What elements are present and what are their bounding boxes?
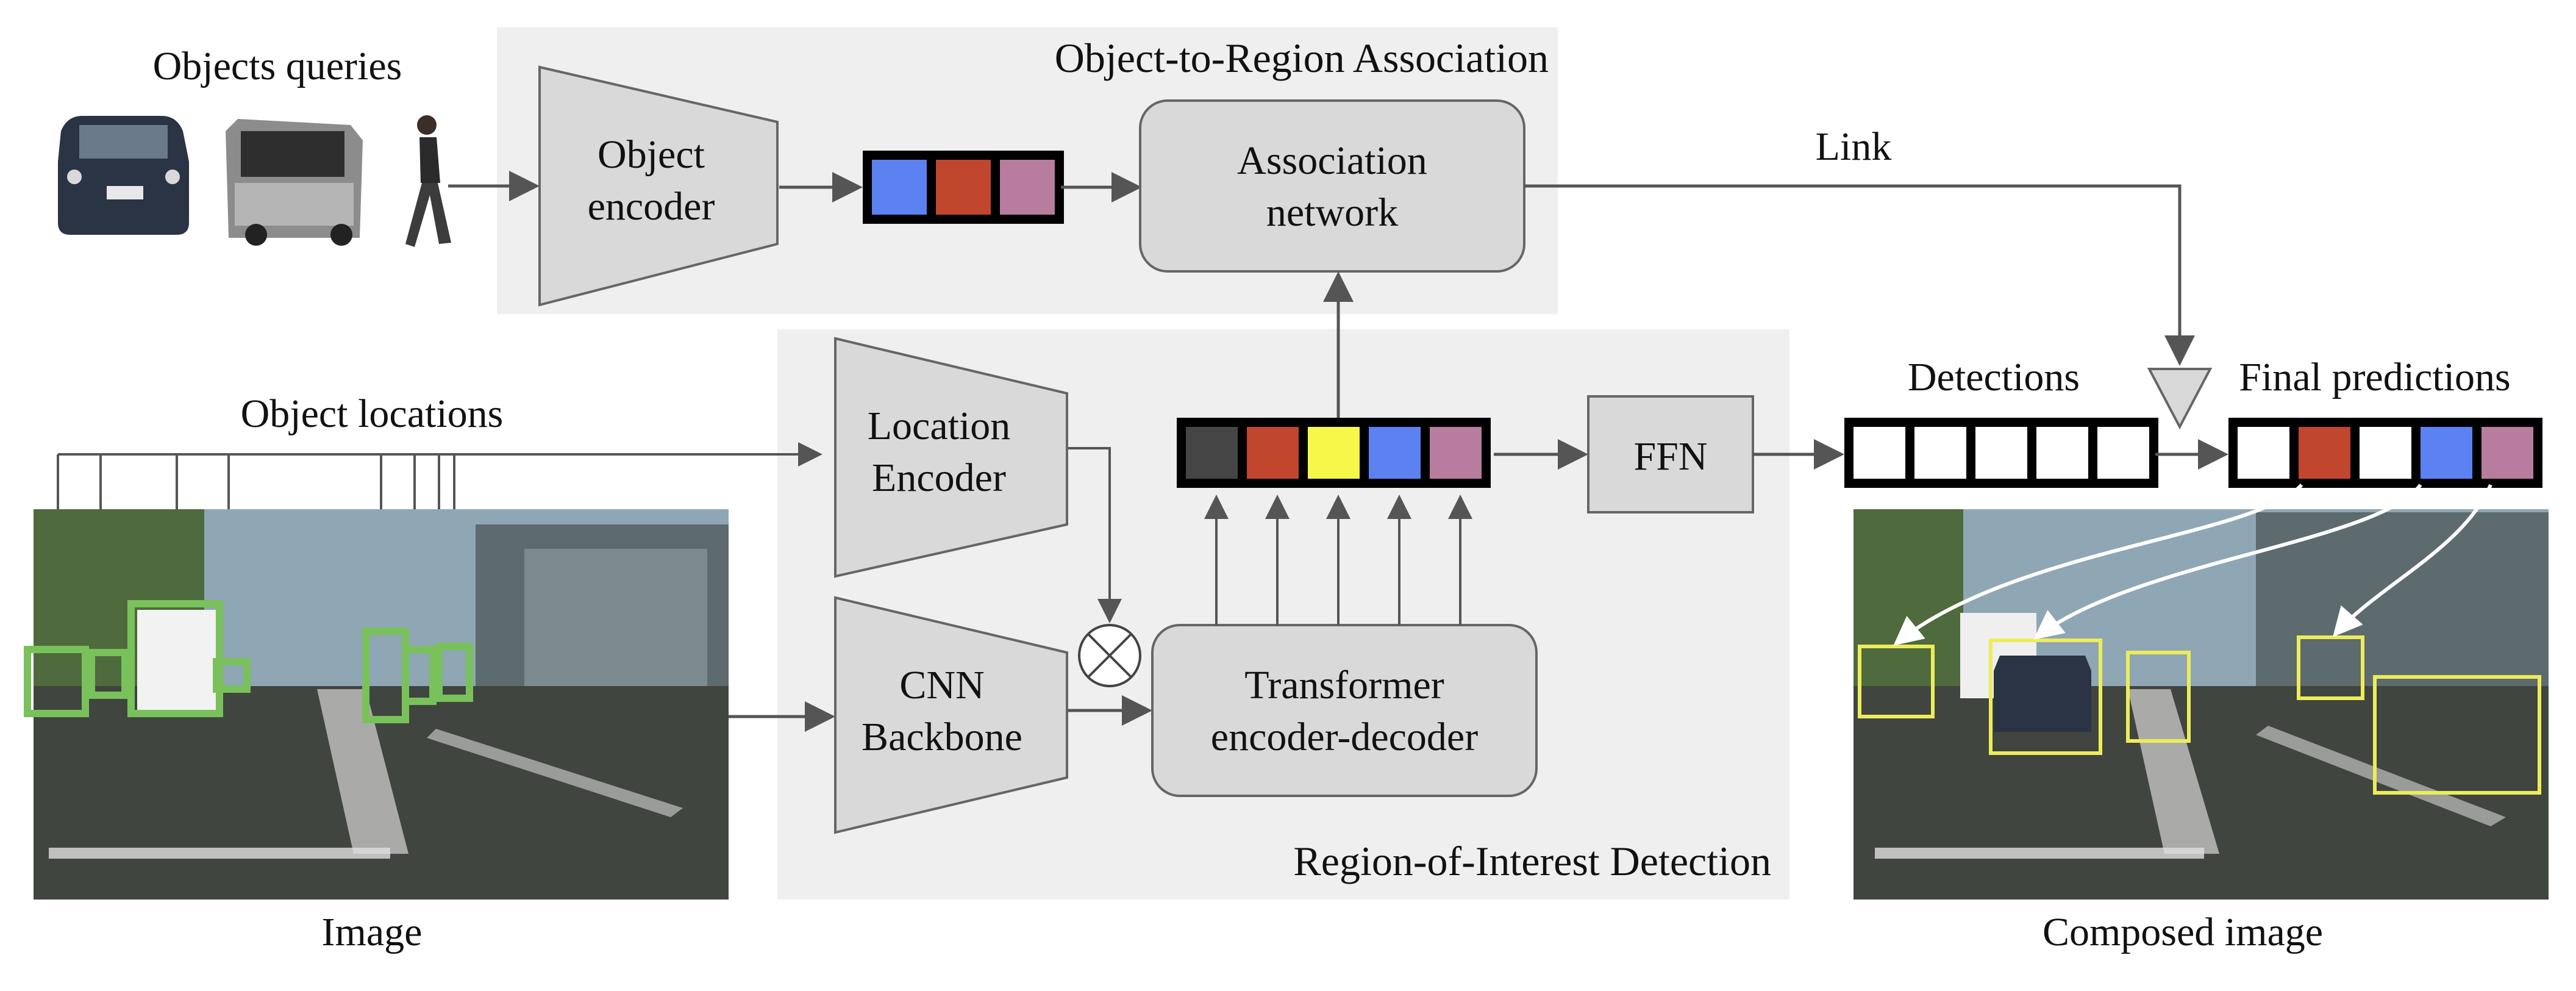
association-network-block (1139, 99, 1525, 273)
transformer-token-0 (1186, 427, 1238, 479)
object-locations-label: Object locations (241, 392, 504, 436)
final-predictions-label: Final predictions (2239, 355, 2510, 399)
arrow-location-to-multiply (1068, 447, 1122, 623)
object-encoder-label-2: encoder (588, 184, 715, 229)
object-token-2 (1000, 160, 1055, 215)
detection-token-1 (1914, 427, 1966, 479)
green-boxes (24, 600, 473, 723)
location-encoder-block (834, 337, 1068, 578)
transformer-token-bar (1177, 418, 1491, 488)
yellow-boxes (1858, 635, 2541, 795)
transformer-label-2: encoder-decoder (1211, 715, 1478, 759)
final-token-bar (2228, 418, 2542, 488)
transformer-block (1151, 624, 1538, 797)
final-token-3 (2421, 427, 2472, 479)
location-encoder-label-1: Location (868, 404, 1011, 448)
pedestrian-query-icon (405, 115, 451, 247)
transformer-label-1: Transformer (1244, 663, 1444, 707)
location-encoder-label-2: Encoder (872, 456, 1006, 500)
transformer-output-arrows (1204, 495, 1472, 625)
object-token-0 (872, 160, 927, 215)
object-encoder-block (538, 65, 779, 307)
ffn-block (1587, 395, 1754, 513)
cnn-backbone-block (834, 596, 1068, 834)
cnn-label-1: CNN (899, 663, 984, 707)
link-label: Link (1816, 124, 1892, 169)
final-token-0 (2238, 427, 2289, 479)
composed-image-label: Composed image (2043, 910, 2323, 954)
final-token-2 (2360, 427, 2411, 479)
detections-label: Detections (1908, 355, 2080, 399)
association-label-2: network (1266, 190, 1398, 235)
input-image (34, 509, 729, 900)
merge-triangle (2147, 368, 2213, 430)
van-query-icon (226, 119, 363, 246)
detection-token-4 (2097, 427, 2149, 479)
object-encoder-label-1: Object (598, 132, 705, 177)
detections-token-bar (1844, 418, 2158, 488)
transformer-token-4 (1430, 427, 1482, 479)
detection-token-0 (1854, 427, 1905, 479)
object-token-bar (863, 151, 1064, 224)
objects-queries-label: Objects queries (153, 44, 402, 88)
final-token-1 (2299, 427, 2350, 479)
object-to-region-title: Object-to-Region Association (1055, 35, 1549, 81)
multiply-node (1078, 624, 1141, 687)
car-query-icon (58, 116, 189, 235)
transformer-token-1 (1247, 427, 1299, 479)
final-token-4 (2481, 427, 2533, 479)
transformer-token-2 (1308, 427, 1360, 479)
ffn-label: FFN (1633, 434, 1707, 479)
prediction-curves (1893, 484, 2492, 646)
image-label: Image (322, 910, 423, 954)
object-token-1 (936, 160, 991, 215)
association-label-1: Association (1237, 138, 1427, 183)
detection-token-2 (1975, 427, 2027, 479)
cnn-label-2: Backbone (862, 715, 1022, 759)
link-arrow (1524, 184, 2195, 366)
detection-token-3 (2036, 427, 2088, 479)
transformer-token-3 (1369, 427, 1421, 479)
roi-detection-title: Region-of-Interest Detection (1293, 838, 1771, 884)
